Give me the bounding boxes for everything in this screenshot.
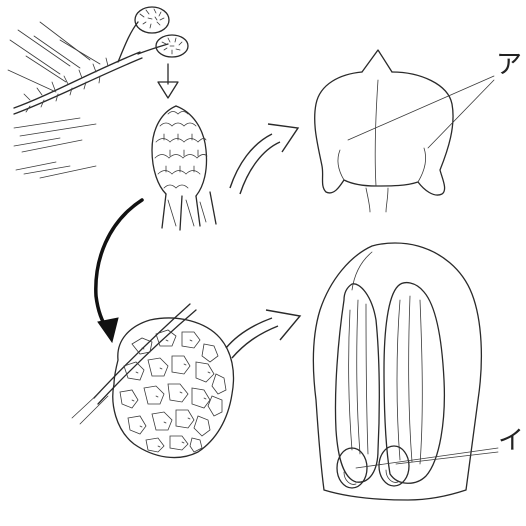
scale-with-pollen-sacs: [315, 50, 453, 212]
label-a-pointers: [348, 76, 494, 148]
dark-curved-arrow: [96, 200, 142, 342]
seed-scale: [313, 243, 481, 500]
label-a: ア: [496, 52, 522, 78]
top-flower-cluster: [135, 7, 169, 33]
seed-cone: [72, 304, 234, 458]
arrow-to-seed-scale: [226, 310, 300, 358]
flowering-branch: [8, 7, 188, 178]
seed-left: [337, 448, 367, 488]
label-i: イ: [498, 428, 524, 454]
pollen-cone: [152, 106, 216, 230]
arrow-to-scale: [230, 124, 298, 194]
down-arrow: [158, 64, 178, 98]
seed-right: [379, 446, 409, 486]
